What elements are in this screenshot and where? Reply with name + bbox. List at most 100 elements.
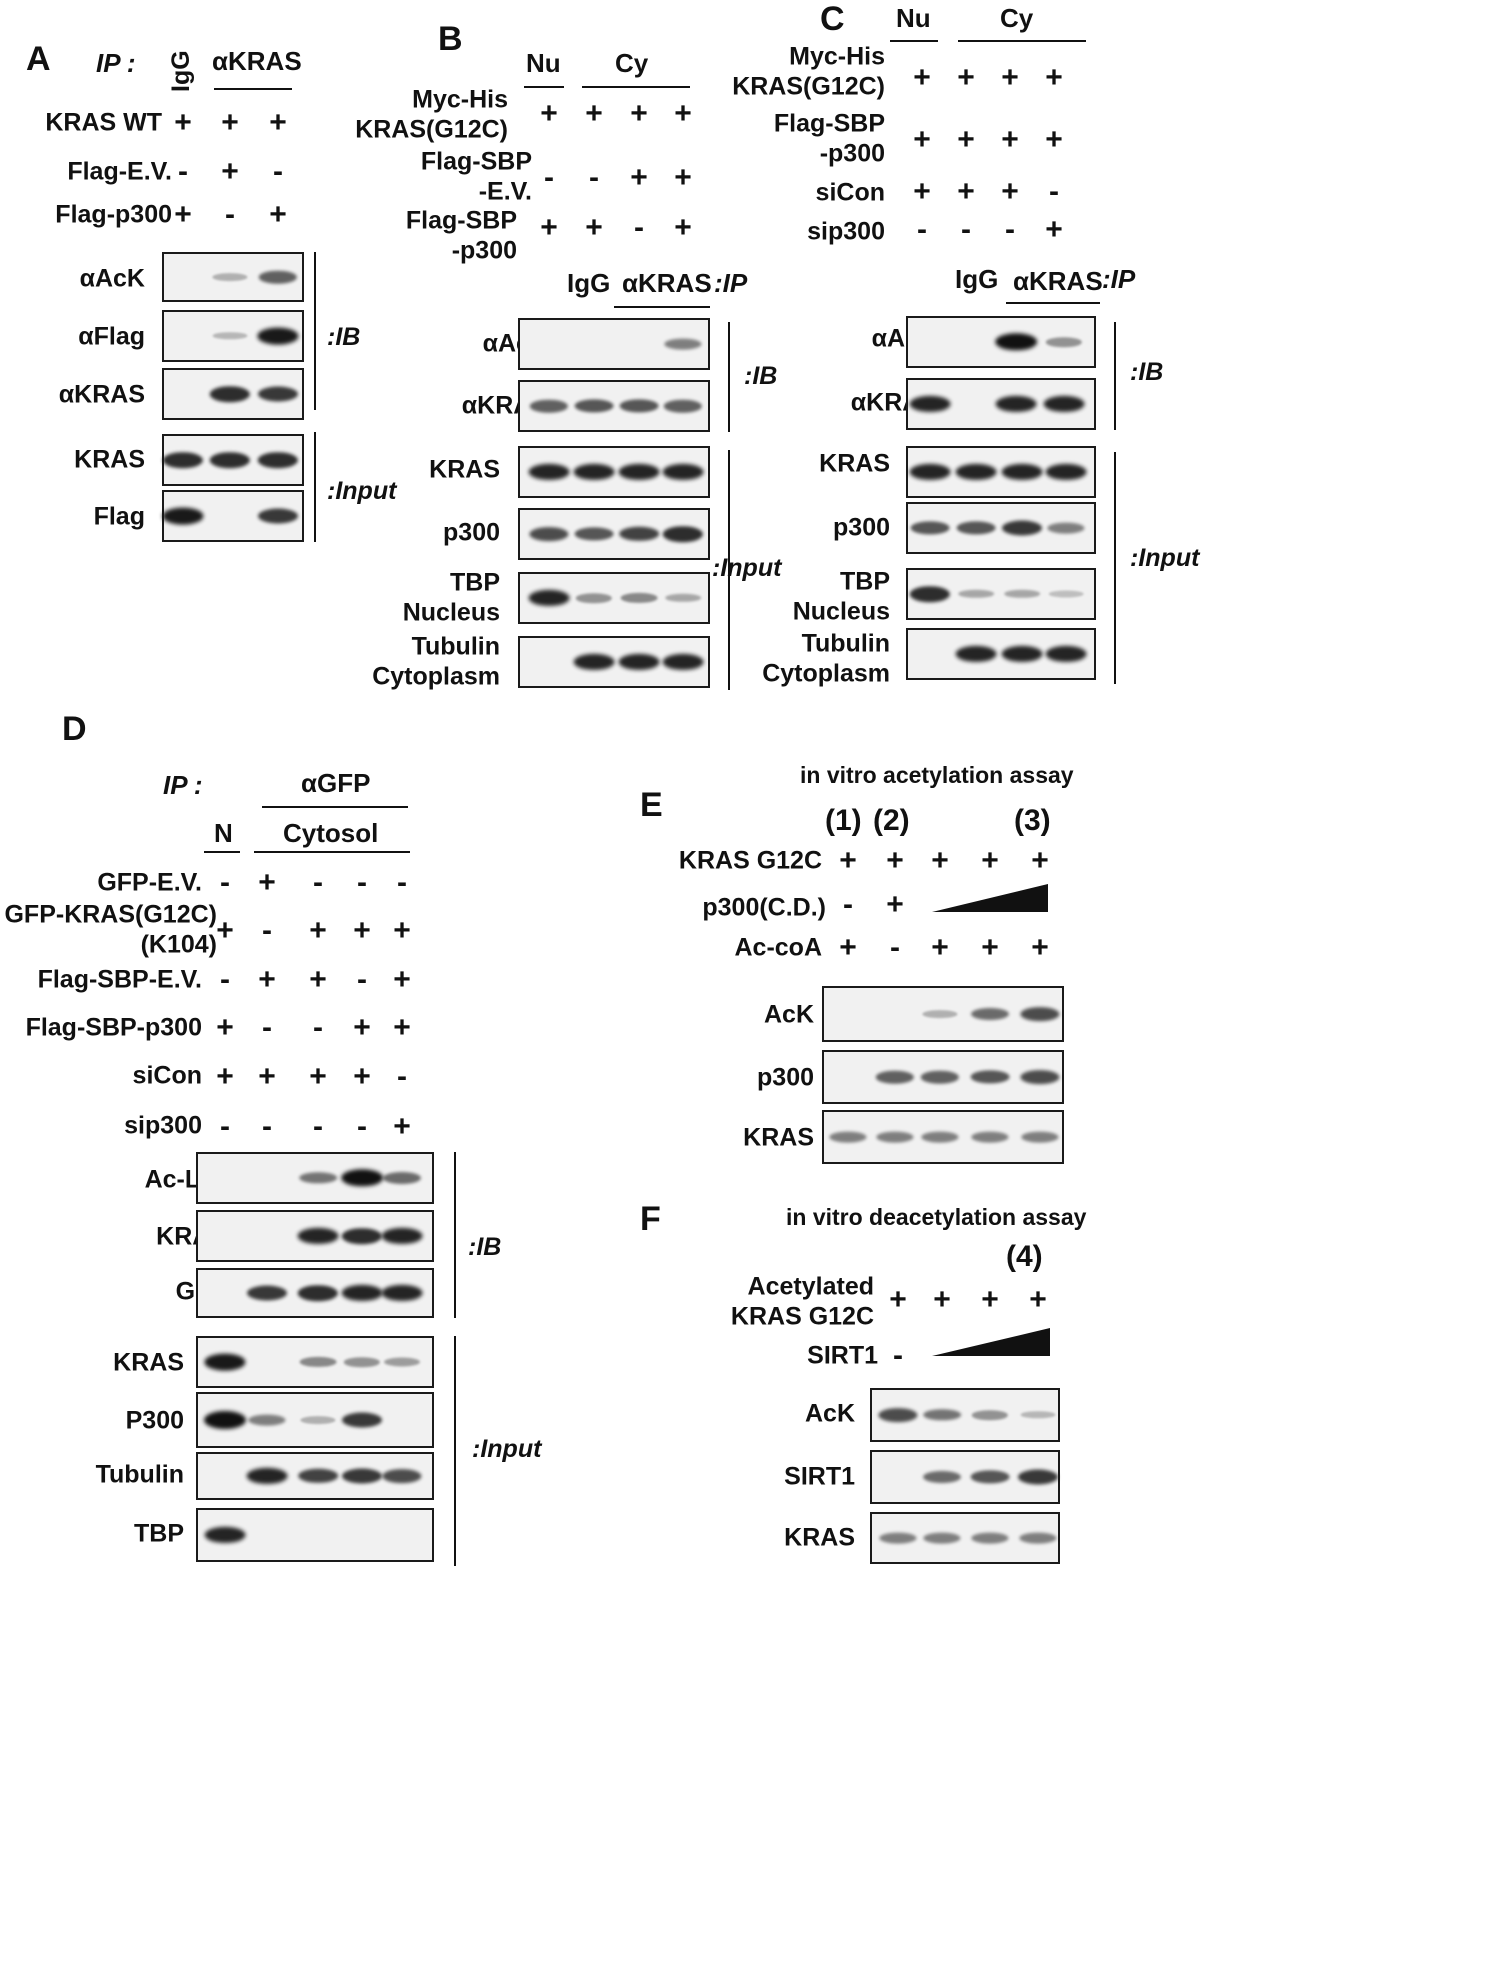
minus-sign: -	[262, 1011, 272, 1044]
minus-sign: -	[313, 1110, 323, 1143]
blot-band	[663, 399, 703, 413]
blot-band	[248, 1414, 286, 1426]
plus-sign: +	[1045, 61, 1063, 94]
blot-band	[618, 463, 660, 481]
blot-label: AcK	[763, 1000, 814, 1029]
fraction-header-n: N	[214, 818, 233, 848]
plus-sign: +	[1001, 175, 1019, 208]
plus-sign: +	[258, 866, 276, 899]
blot-strip	[196, 1336, 434, 1388]
blot-band	[955, 463, 997, 481]
minus-sign: -	[357, 1110, 367, 1143]
condition-label: sip300	[124, 1111, 202, 1140]
plus-sign: +	[886, 888, 904, 921]
blot-label: αFlag	[78, 322, 145, 351]
condition-number: (2)	[873, 804, 910, 837]
condition-label: GFP-E.V.	[97, 868, 202, 897]
blot-band	[829, 1131, 867, 1143]
minus-sign: -	[357, 866, 367, 899]
gradient-wedge	[932, 1328, 1050, 1356]
plus-sign: +	[1045, 213, 1063, 246]
condition-number: (1)	[825, 804, 862, 837]
blot-band	[1020, 1007, 1060, 1021]
blot-band	[921, 1131, 959, 1143]
minus-sign: -	[220, 866, 230, 899]
group-bracket	[728, 322, 730, 432]
condition-number: (3)	[1014, 804, 1051, 837]
ip-label: IP :	[163, 770, 203, 800]
plus-sign: +	[309, 914, 327, 947]
plus-sign: +	[353, 914, 371, 947]
blot-band	[341, 1169, 383, 1187]
blot-band	[971, 1410, 1009, 1420]
plus-sign: +	[393, 963, 411, 996]
gradient-wedge	[932, 884, 1048, 912]
plus-sign: +	[216, 1011, 234, 1044]
blot-label: αKRAS	[58, 380, 145, 409]
minus-sign: -	[843, 888, 853, 921]
group-bracket	[454, 1336, 456, 1566]
blot-label: P300	[125, 1406, 184, 1435]
blot-band	[381, 1227, 423, 1245]
blot-band	[209, 386, 251, 402]
plus-sign: +	[839, 931, 857, 964]
blot-band	[299, 1356, 337, 1368]
blot-label: Flag	[93, 502, 145, 531]
assay-title: in vitro acetylation assay	[800, 762, 1074, 788]
blot-band	[162, 507, 204, 525]
blot-band	[920, 1070, 960, 1084]
minus-sign: -	[917, 213, 927, 246]
condition-label: GFP-KRAS(G12C) (K104)	[4, 900, 217, 959]
group-bracket	[1114, 322, 1116, 430]
header-line	[214, 88, 292, 90]
plus-sign: +	[913, 175, 931, 208]
blot-band	[910, 521, 950, 535]
blot-label: Tubulin Cytoplasm	[372, 632, 500, 691]
blot-band	[341, 1284, 383, 1302]
plus-sign: +	[174, 198, 192, 231]
blot-label: p300	[833, 513, 890, 542]
blot-band	[257, 327, 299, 345]
blot-band	[923, 1532, 961, 1544]
blot-band	[528, 463, 570, 481]
blot-band	[529, 399, 569, 413]
minus-sign: -	[225, 198, 235, 231]
plus-sign: +	[585, 211, 603, 244]
plus-sign: +	[889, 1283, 907, 1316]
blot-label: Tubulin	[95, 1460, 184, 1489]
plus-sign: +	[933, 1283, 951, 1316]
blot-band	[662, 653, 704, 671]
minus-sign: -	[313, 1011, 323, 1044]
plus-sign: +	[585, 97, 603, 130]
blot-band	[1001, 463, 1043, 481]
blot-band	[257, 452, 299, 468]
blot-band	[971, 1008, 1009, 1020]
minus-sign: -	[890, 931, 900, 964]
condition-label: SIRT1	[807, 1341, 878, 1370]
blot-label: KRAS	[784, 1523, 855, 1552]
blot-band	[1001, 645, 1043, 663]
blot-band	[204, 1526, 246, 1544]
plus-sign: +	[393, 1011, 411, 1044]
plus-sign: +	[957, 123, 975, 156]
blot-band	[528, 589, 570, 607]
ip-header-ip: :IP	[1102, 264, 1136, 294]
blot-label: KRAS	[819, 449, 890, 478]
minus-sign: -	[1005, 213, 1015, 246]
blot-band	[341, 1228, 383, 1244]
plus-sign: +	[258, 963, 276, 996]
group-label-ib: :IB	[1130, 358, 1164, 386]
blot-band	[209, 452, 251, 468]
blot-band	[1021, 1131, 1059, 1143]
blot-band	[1018, 1469, 1058, 1485]
condition-label: Flag-SBP-E.V.	[37, 965, 202, 994]
plus-sign: +	[981, 844, 999, 877]
fraction-header-nu: Nu	[896, 3, 931, 33]
blot-band	[575, 593, 613, 603]
blot-band	[664, 338, 702, 350]
fraction-header-cytosol: Cytosol	[283, 818, 379, 848]
minus-sign: -	[634, 211, 644, 244]
plus-sign: +	[309, 1060, 327, 1093]
condition-label: siCon	[132, 1061, 202, 1090]
plus-sign: +	[174, 106, 192, 139]
